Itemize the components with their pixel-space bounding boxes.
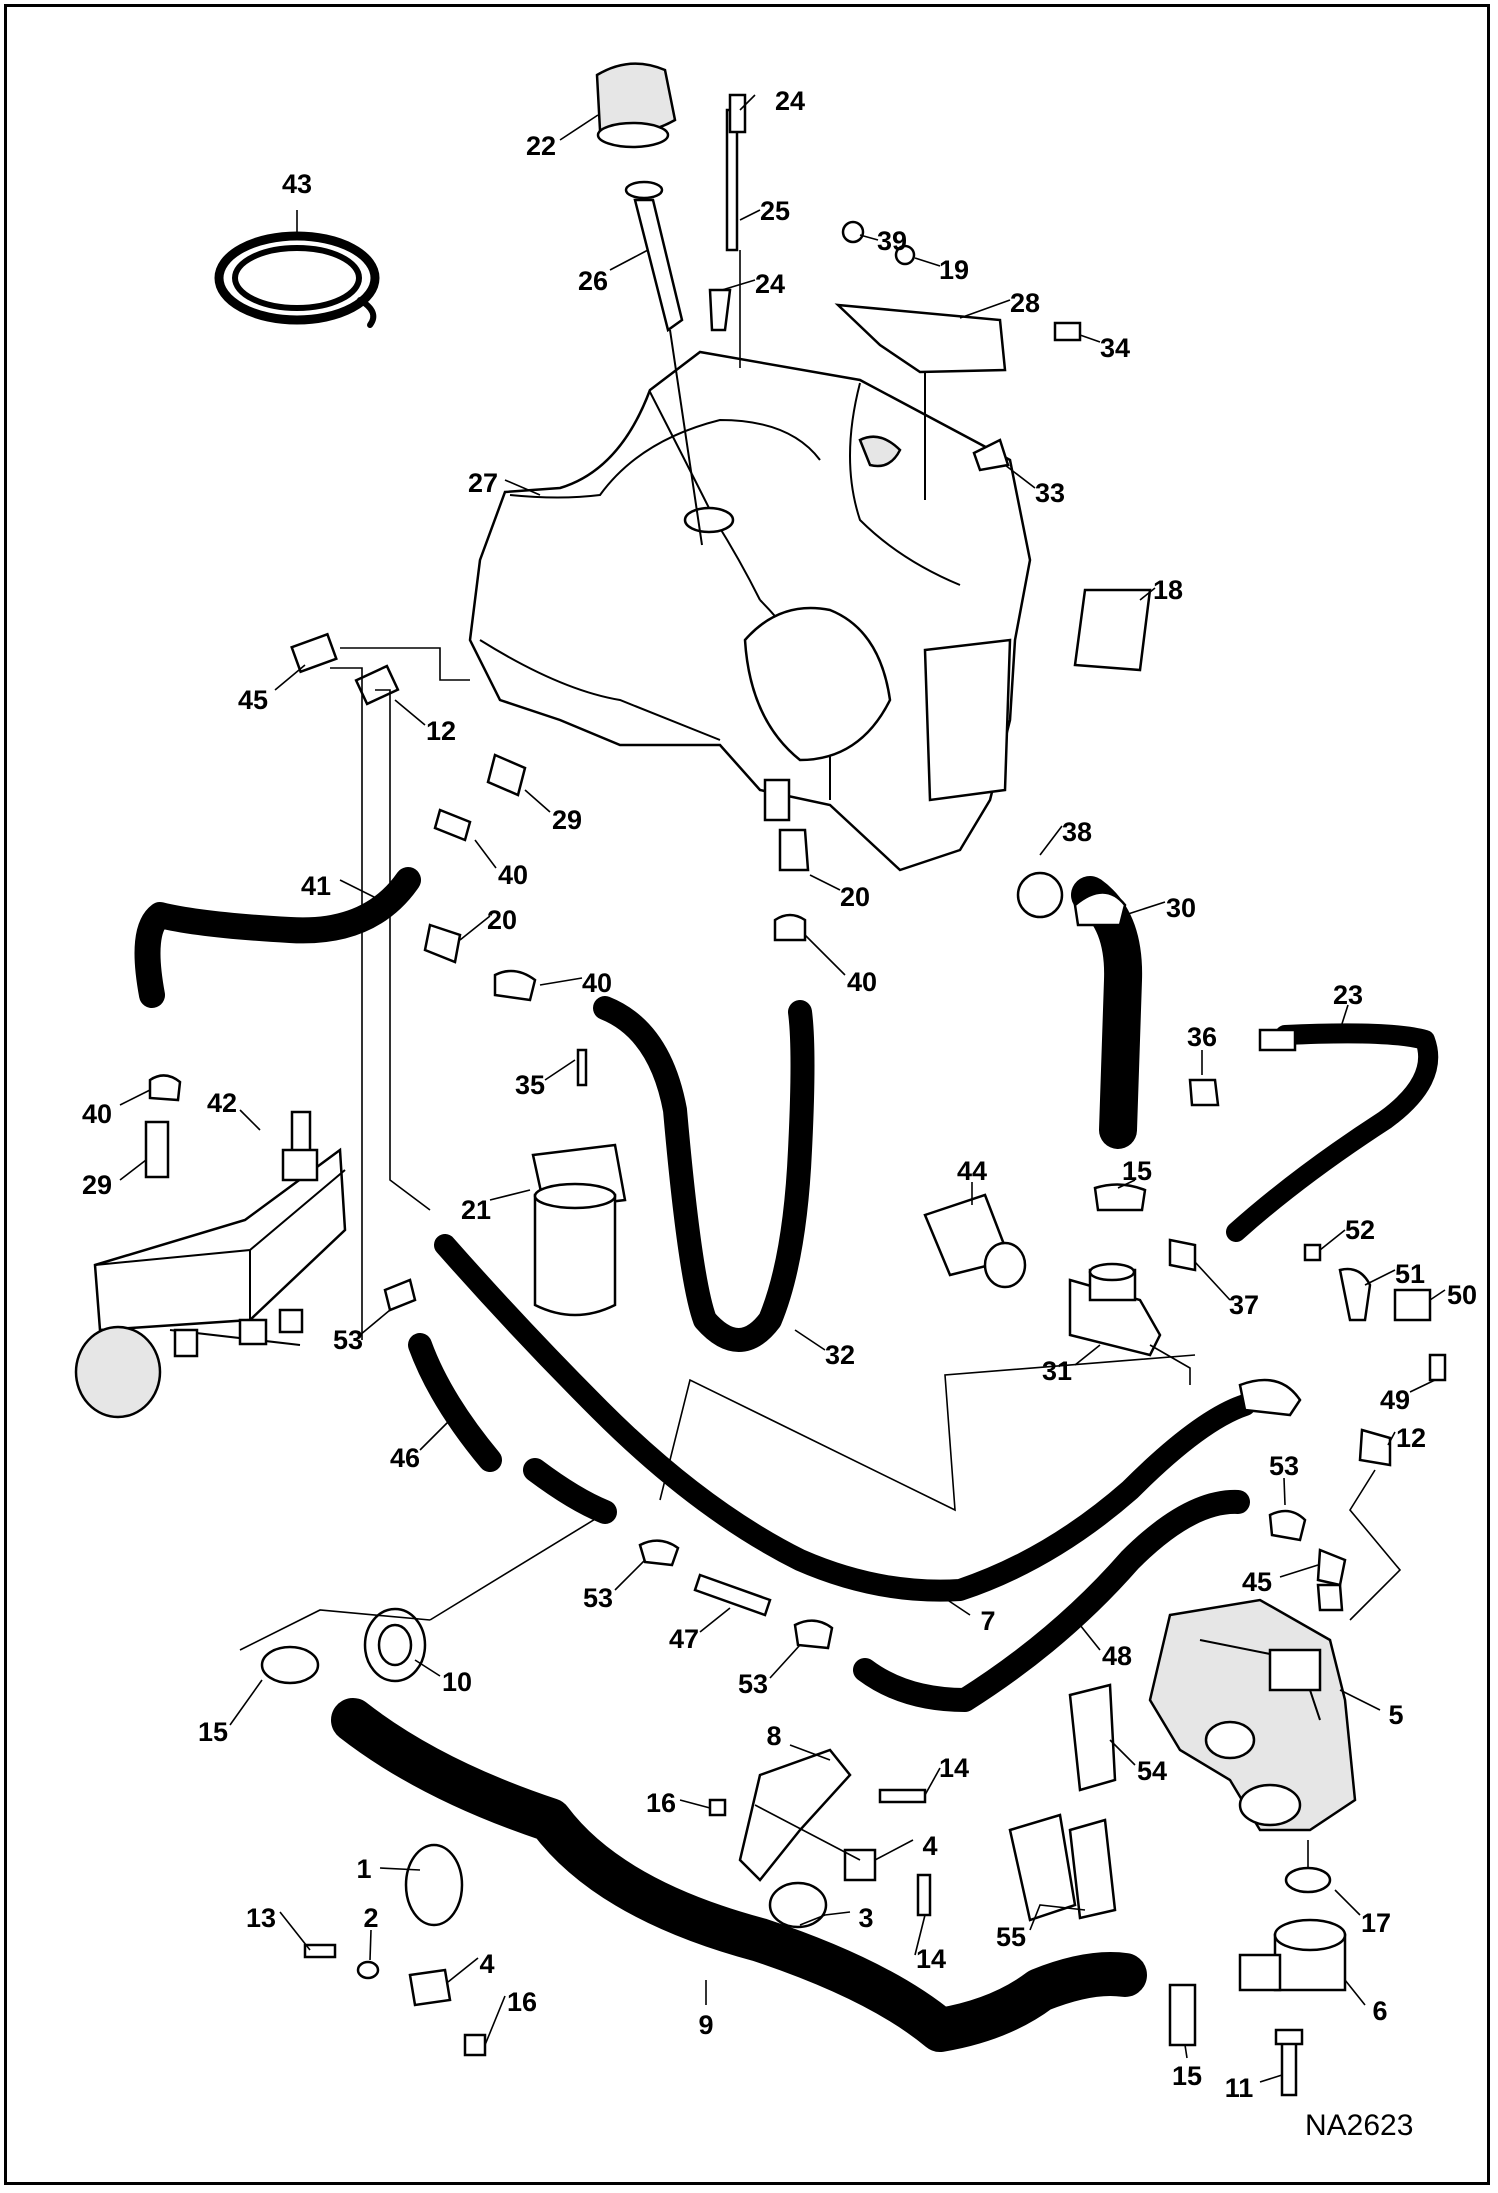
- callout-52: 52: [1345, 1215, 1375, 1245]
- callout-3: 3: [858, 1903, 873, 1933]
- callout-39: 39: [877, 226, 907, 256]
- callout-35: 35: [515, 1070, 545, 1100]
- callout-28: 28: [1010, 288, 1040, 318]
- callout-30: 30: [1166, 893, 1196, 923]
- filter-21: [531, 1048, 627, 1317]
- callout-40: 40: [847, 967, 877, 997]
- clamp-54-55: [1008, 1683, 1117, 1922]
- callout-9: 9: [698, 2010, 713, 2040]
- bracket-8: [708, 1748, 932, 1929]
- hose-32: [593, 996, 815, 1352]
- callout-19: 19: [939, 255, 969, 285]
- callout-24: 24: [775, 86, 805, 116]
- callout-20: 20: [487, 905, 517, 935]
- callout-8: 8: [766, 1721, 781, 1751]
- callout-40: 40: [582, 968, 612, 998]
- callout-20: 20: [840, 882, 870, 912]
- callout-15: 15: [1172, 2061, 1202, 2091]
- callout-48: 48: [1102, 1641, 1132, 1671]
- callout-42: 42: [207, 1088, 237, 1118]
- callout-31: 31: [1042, 1356, 1072, 1386]
- callout-14: 14: [916, 1944, 946, 1974]
- callout-2: 2: [363, 1903, 378, 1933]
- callout-18: 18: [1153, 575, 1183, 605]
- filler-cap-assembly: [595, 62, 747, 546]
- callout-6: 6: [1372, 1996, 1387, 2026]
- callout-45: 45: [238, 685, 268, 715]
- callout-15: 15: [198, 1717, 228, 1747]
- callout-13: 13: [246, 1903, 276, 1933]
- pump-5: [1148, 1598, 1357, 1832]
- callout-11: 11: [1225, 2073, 1254, 2103]
- hose-48: [853, 1489, 1250, 1712]
- callout-36: 36: [1187, 1022, 1217, 1052]
- callout-12: 12: [426, 716, 456, 746]
- leader-lines: [119, 94, 1446, 2083]
- callout-55: 55: [996, 1922, 1026, 1952]
- clamps: [260, 1607, 487, 2057]
- callout-53: 53: [583, 1583, 613, 1613]
- hose-41: [134, 867, 421, 1008]
- fittings: [144, 632, 1447, 1650]
- callout-46: 46: [390, 1443, 420, 1473]
- hose-46b: [523, 1458, 617, 1524]
- hose-coil-43-inner: [232, 245, 362, 311]
- hose-30: [1071, 876, 1143, 1149]
- callout-53: 53: [738, 1669, 768, 1699]
- callout-4: 4: [922, 1831, 937, 1861]
- callout-27: 27: [468, 468, 498, 498]
- hose-coil-43-tail: [357, 297, 377, 328]
- callout-33: 33: [1035, 478, 1065, 508]
- callout-29: 29: [552, 805, 582, 835]
- callout-40: 40: [82, 1099, 112, 1129]
- callout-34: 34: [1100, 333, 1130, 363]
- bracket-28: [834, 220, 1082, 500]
- callout-47: 47: [669, 1624, 699, 1654]
- callout-1: 1: [356, 1854, 371, 1884]
- callout-24: 24: [755, 269, 785, 299]
- callout-15: 15: [1122, 1156, 1152, 1186]
- hose-7: [434, 1234, 1256, 1602]
- callout-44: 44: [957, 1156, 987, 1186]
- callout-51: 51: [1395, 1259, 1425, 1289]
- decal-18: [1073, 588, 1152, 672]
- callout-37: 37: [1229, 1290, 1259, 1320]
- hose-46: [408, 1333, 502, 1472]
- callout-50: 50: [1447, 1280, 1477, 1310]
- callout-14: 14: [939, 1753, 969, 1783]
- hose-coil-43: [214, 231, 380, 325]
- callout-41: 41: [301, 871, 331, 901]
- callout-23: 23: [1333, 980, 1363, 1010]
- callout-43: 43: [282, 169, 312, 199]
- hose-23: [1226, 1023, 1439, 1242]
- callout-53: 53: [333, 1325, 363, 1355]
- callout-16: 16: [507, 1987, 537, 2017]
- callout-45: 45: [1242, 1567, 1272, 1597]
- callout-4: 4: [479, 1949, 494, 1979]
- callout-40: 40: [498, 860, 528, 890]
- callout-25: 25: [760, 196, 790, 226]
- callout-5: 5: [1388, 1700, 1403, 1730]
- drawing-number: NA2623: [1305, 2109, 1413, 2142]
- hose-9: [331, 1698, 1147, 2052]
- callout-16: 16: [646, 1788, 676, 1818]
- callout-17: 17: [1361, 1908, 1391, 1938]
- callout-49: 49: [1380, 1385, 1410, 1415]
- callout-54: 54: [1137, 1756, 1167, 1786]
- callout-7: 7: [980, 1606, 995, 1636]
- callout-12: 12: [1396, 1423, 1426, 1453]
- callout-26: 26: [578, 266, 608, 296]
- callout-32: 32: [825, 1340, 855, 1370]
- callout-22: 22: [526, 131, 556, 161]
- callout-29: 29: [82, 1170, 112, 1200]
- manifold-42: [74, 1110, 347, 1419]
- hydraulic-tank-27: [468, 350, 1032, 872]
- tee-31: [923, 1193, 1191, 1385]
- callout-10: 10: [442, 1667, 472, 1697]
- callout-53: 53: [1269, 1451, 1299, 1481]
- callout-38: 38: [1062, 817, 1092, 847]
- callout-21: 21: [461, 1195, 491, 1225]
